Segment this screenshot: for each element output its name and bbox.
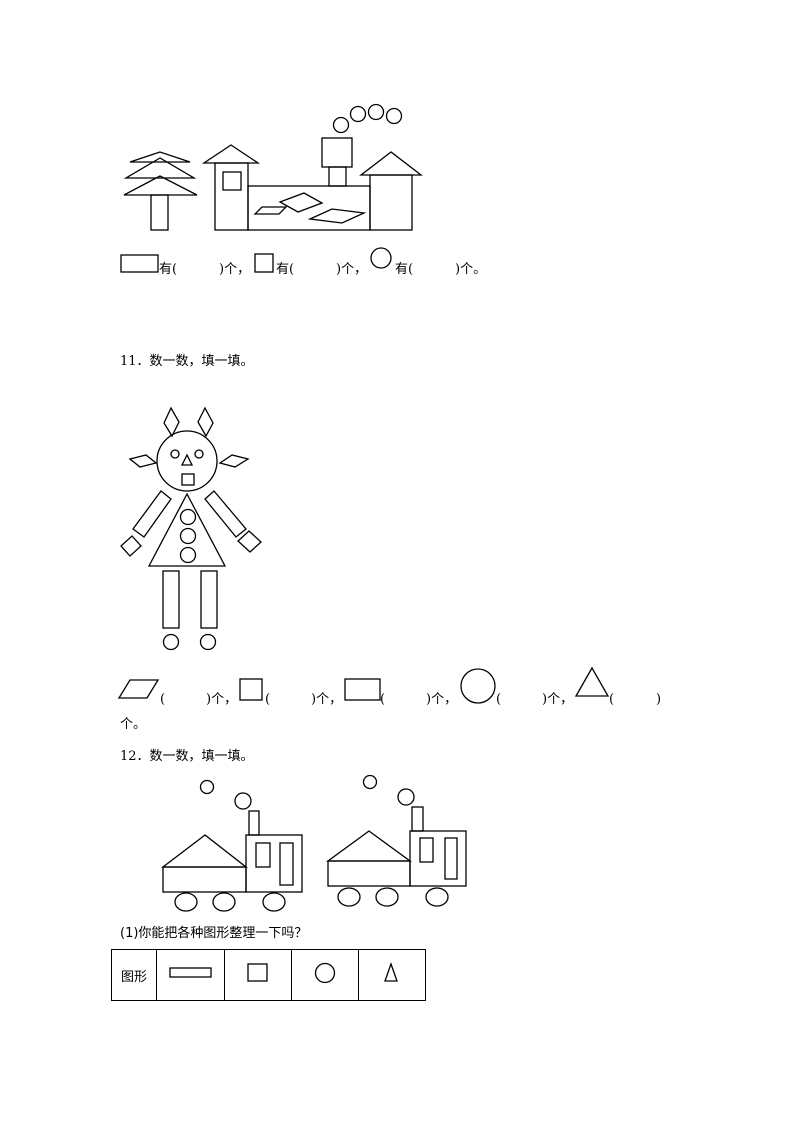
chimney-figure	[321, 103, 403, 187]
shape-count-table: 图形	[111, 949, 426, 1001]
q12-trains-figure	[161, 774, 467, 912]
square-icon	[254, 253, 274, 273]
q10-rect-suffix: )个，	[219, 262, 251, 277]
q11-tail: 个。	[120, 717, 147, 732]
left-train	[161, 779, 303, 912]
circle-icon	[460, 668, 496, 704]
q11-open-5: (	[609, 692, 615, 707]
q11-open-1: (	[160, 692, 166, 707]
q11-title: 11．数一数，填一填。	[120, 354, 254, 369]
q12-title: 12．数一数，填一填。	[120, 749, 254, 764]
right-train	[326, 774, 467, 907]
table-cell-square[interactable]	[224, 949, 292, 1001]
q11-sep-1: )个，	[206, 692, 238, 707]
rectangle-icon	[168, 967, 212, 978]
triangle-icon	[384, 962, 398, 982]
tree-figure	[123, 151, 198, 231]
q10-square-suffix: )个，	[336, 262, 368, 277]
table-header-cell: 图形	[111, 949, 157, 1001]
q10-circle-prefix: 有(	[395, 262, 414, 277]
q10-circle-suffix: )个。	[455, 262, 487, 277]
table-cell-circle[interactable]	[291, 949, 359, 1001]
circle-icon	[314, 962, 336, 984]
table-row: 图形	[111, 949, 426, 1001]
triangle-icon	[574, 666, 610, 697]
q11-close-5: )	[656, 692, 662, 707]
parallelogram-icon	[117, 679, 160, 699]
q12-subquestion-1: (1)你能把各种图形整理一下吗？	[120, 926, 308, 941]
q11-open-2: (	[265, 692, 271, 707]
q11-sep-4: )个，	[542, 692, 574, 707]
square-icon	[247, 963, 268, 982]
q11-sep-3: )个，	[426, 692, 458, 707]
q10-figure	[123, 103, 423, 231]
square-icon	[239, 678, 263, 701]
circle-icon	[370, 247, 392, 269]
right-house-figure	[359, 151, 423, 231]
q10-square-prefix: 有(	[276, 262, 295, 277]
q11-robot-figure	[120, 406, 262, 651]
q11-sep-2: )个，	[311, 692, 343, 707]
table-cell-rectangle[interactable]	[156, 949, 225, 1001]
q11-open-3: (	[380, 692, 386, 707]
q11-open-4: (	[496, 692, 502, 707]
table-cell-triangle[interactable]	[358, 949, 426, 1001]
q10-rect-prefix: 有(	[159, 262, 178, 277]
rectangle-icon	[344, 678, 381, 701]
rectangle-icon	[120, 254, 159, 273]
